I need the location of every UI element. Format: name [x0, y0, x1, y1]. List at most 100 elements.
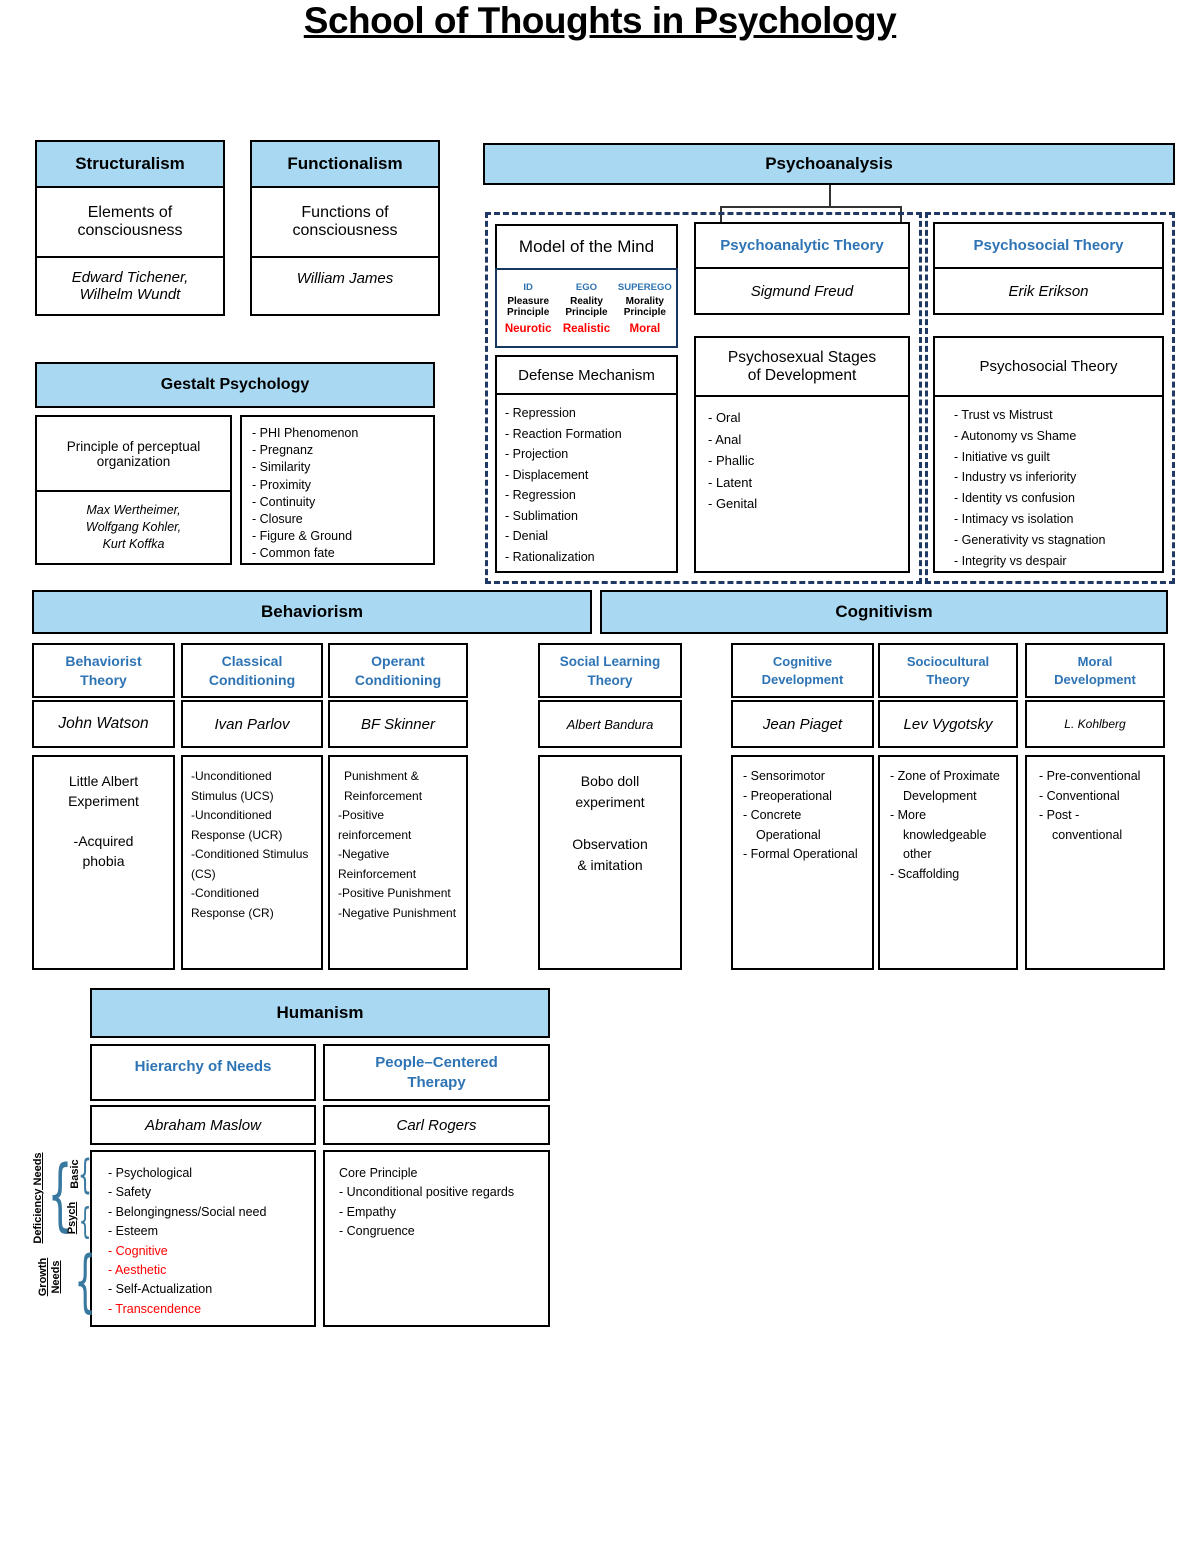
connector-horizontal: [720, 206, 902, 208]
model-of-mind-table: ID EGO SUPEREGO Pleasure Principle Reali…: [495, 268, 678, 348]
mind-orientation-realistic: Realistic: [562, 322, 611, 335]
list-item: - PHI Phenomenon: [252, 426, 359, 440]
list-item: - Pre-conventional: [1039, 769, 1141, 783]
hierarchy-list: - Psychological - Safety - Belongingness/S…: [90, 1150, 316, 1327]
psychoanalysis-group-right: [925, 212, 1175, 584]
mind-col-id: ID: [523, 281, 533, 293]
list-item: - Continuity: [252, 494, 316, 509]
mind-col-superego: SUPEREGO: [617, 281, 672, 293]
list-item: - Cognitive: [108, 1243, 168, 1258]
list-item: - Denial: [505, 529, 549, 543]
psychoanalysis-header: Psychoanalysis: [483, 143, 1175, 185]
list-item: Core Principle: [339, 1166, 418, 1180]
mind-principle-morality: Morality Principle: [623, 295, 666, 318]
deficiency-needs-label: Deficiency Needs: [31, 1152, 44, 1244]
list-item: -Positive reinforcement: [338, 808, 412, 842]
mind-orientation-neurotic: Neurotic: [504, 322, 552, 335]
list-item: -Unconditioned Response (UCR): [191, 808, 283, 842]
list-item: - Rationalization: [505, 549, 595, 564]
classical-person: Ivan Parlov: [181, 700, 323, 748]
structuralism-people: Edward Tichener, Wilhelm Wundt: [35, 256, 225, 316]
list-item: - Integrity vs despair: [954, 553, 1067, 568]
list-item: - Phallic: [708, 453, 755, 468]
psychosexual-stages-list: - Oral - Anal - Phallic - Latent - Genital: [694, 395, 910, 573]
behaviorist-theory-title: Behaviorist Theory: [32, 643, 175, 698]
list-item: - Industry vs inferiority: [954, 470, 1077, 485]
people-centered-therapy-title: People–Centered Therapy: [323, 1044, 550, 1101]
basic-brace: {: [78, 1152, 93, 1198]
list-item: - Trust vs Mistrust: [954, 408, 1053, 422]
list-item: - Sensorimotor: [743, 769, 825, 783]
list-item: - Common fate: [252, 546, 335, 561]
psychoanalysis-group-left: [485, 212, 922, 584]
list-item: - Closure: [252, 512, 303, 527]
operant-conditioning-title: Operant Conditioning: [328, 643, 468, 698]
psychoanalytic-person: Sigmund Freud: [694, 267, 910, 315]
list-item: -Negative Reinforcement: [338, 847, 417, 881]
list-item: - Transcendence: [108, 1301, 202, 1316]
list-item: - Pregnanz: [252, 443, 314, 458]
therapy-person: Carl Rogers: [323, 1105, 550, 1145]
growth-needs-label: Growth Needs: [37, 1257, 62, 1297]
behaviorism-header: Behaviorism: [32, 590, 592, 634]
humanism-header: Humanism: [90, 988, 550, 1038]
gestalt-people: Max Wertheimer, Wolfgang Kohler, Kurt Ko…: [35, 490, 232, 565]
list-item: - More knowledgeable other: [890, 808, 987, 861]
list-item: - Conventional: [1039, 788, 1120, 803]
list-item: - Anal: [708, 431, 742, 447]
list-item: - Belongingness/Social need: [108, 1204, 267, 1219]
operant-person: BF Skinner: [328, 700, 468, 748]
connector-stem: [829, 185, 831, 208]
cognitivism-header: Cognitivism: [600, 590, 1168, 634]
list-item: - Psychological: [108, 1166, 193, 1180]
list-item: - Congruence: [339, 1224, 415, 1239]
page-title: School of Thoughts in Psychology: [303, 0, 897, 41]
gestalt-description: Principle of perceptual organization: [35, 415, 232, 492]
defense-mechanism-list: - Repression- Reaction Formation- Projec…: [495, 393, 678, 573]
psychosocial-theory-title: Psychosocial Theory: [933, 222, 1164, 269]
deficiency-brace: {: [47, 1150, 73, 1240]
list-item: - Unconditional positive regards: [339, 1185, 515, 1200]
gestalt-header: Gestalt Psychology: [35, 362, 435, 408]
list-item: - Oral: [708, 410, 741, 425]
mind-orientation-moral: Moral: [629, 322, 661, 335]
moral-person: L. Kohlberg: [1025, 700, 1165, 748]
gestalt-principles-list: - PHI Phenomenon - Pregnanz - Similarity - …: [240, 415, 435, 565]
therapy-list: Core Principle - Unconditional positive r…: [323, 1150, 550, 1327]
sociocultural-person: Lev Vygotsky: [878, 700, 1018, 748]
psychosexual-stages-title: Psychosexual Stages of Development: [694, 336, 910, 397]
hierarchy-person: Abraham Maslow: [90, 1105, 316, 1145]
list-item: - Genital: [708, 496, 758, 511]
cognitive-person: Jean Piaget: [731, 700, 874, 748]
list-item: - Formal Operational: [743, 847, 858, 861]
sociocultural-list: - Zone of Proximate Development- More kn…: [878, 755, 1018, 970]
list-item: - Initiative vs guilt: [954, 449, 1050, 464]
list-item: - Reaction Formation: [505, 426, 622, 441]
list-item: - Safety: [108, 1185, 152, 1200]
structuralism-header: Structuralism: [35, 140, 225, 188]
list-item: - Autonomy vs Shame: [954, 428, 1077, 443]
mind-col-ego: EGO: [575, 281, 598, 293]
list-item: - Post - conventional: [1039, 808, 1123, 842]
list-item: -Conditioned Stimulus (CS): [191, 847, 309, 881]
psychosocial-stages-list: - Trust vs Mistrust - Autonomy vs Shame - …: [933, 395, 1164, 573]
list-item: - Self-Actualization: [108, 1282, 213, 1297]
moral-development-title: Moral Development: [1025, 643, 1165, 698]
cognitive-development-title: Cognitive Development: [731, 643, 874, 698]
social-learning-content: Bobo doll experiment Observation & imita…: [538, 755, 682, 970]
list-item: - Sublimation: [505, 508, 578, 523]
operant-list: Punishment & Reinforcement-Positive rein…: [328, 755, 468, 970]
list-item: - Latent: [708, 474, 753, 490]
structuralism-description: Elements of consciousness: [35, 186, 225, 258]
list-item: - Similarity: [252, 460, 311, 475]
list-item: - Preoperational: [743, 788, 832, 803]
list-item: -Unconditioned Stimulus (UCS): [191, 769, 274, 803]
list-item: - Intimacy vs isolation: [954, 511, 1074, 526]
list-item: -Conditioned Response (CR): [191, 886, 274, 920]
list-item: - Regression: [505, 488, 576, 502]
list-item: - Aesthetic: [108, 1263, 167, 1278]
hierarchy-of-needs-title: Hierarchy of Needs: [90, 1044, 316, 1101]
list-item: - Repression: [505, 406, 576, 420]
social-learning-title: Social Learning Theory: [538, 643, 682, 698]
functionalism-description: Functions of consciousness: [250, 186, 440, 258]
